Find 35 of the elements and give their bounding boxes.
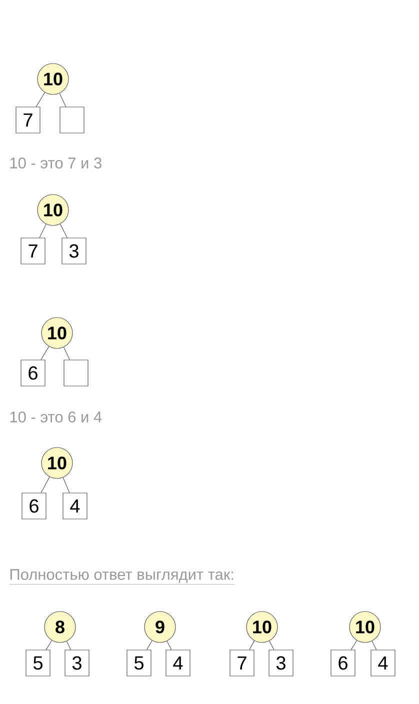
number-box: 7 [16, 106, 40, 134]
connector-line [62, 477, 70, 493]
number-box: 3 [268, 650, 294, 676]
connector-line [146, 640, 152, 650]
number-box: 7 [230, 650, 254, 676]
connector-line [39, 224, 46, 238]
answer-box [60, 106, 84, 134]
connector-line [166, 640, 172, 650]
connector-line [372, 640, 377, 650]
connector-line [40, 346, 50, 360]
connector-line [60, 224, 68, 238]
number-box: 6 [22, 492, 46, 520]
connector-line [40, 476, 50, 493]
connector-line [269, 640, 274, 650]
number-box: 5 [26, 650, 50, 676]
connector-line [249, 640, 255, 650]
number-box: 3 [64, 650, 90, 676]
connector-line [36, 92, 46, 107]
answer-box [64, 360, 88, 386]
connector-line [63, 346, 70, 360]
connector-line [46, 640, 52, 650]
number-box: 7 [20, 238, 46, 264]
connector-line [66, 640, 72, 650]
number-box: 4 [166, 650, 190, 676]
note-text: 10 - это 6 и 4 [10, 412, 102, 422]
number-box: 6 [330, 650, 356, 676]
connector-line [350, 640, 358, 650]
number-box: 3 [62, 238, 86, 264]
number-box: 6 [20, 360, 46, 386]
connector-line [59, 93, 66, 107]
number-box: 5 [126, 650, 152, 676]
underlined-text: Полностью ответ выглядит так: [9, 569, 235, 584]
number-box: 4 [370, 650, 396, 676]
note-text: 10 - это 7 и 3 [10, 158, 102, 168]
number-box: 4 [62, 492, 88, 520]
